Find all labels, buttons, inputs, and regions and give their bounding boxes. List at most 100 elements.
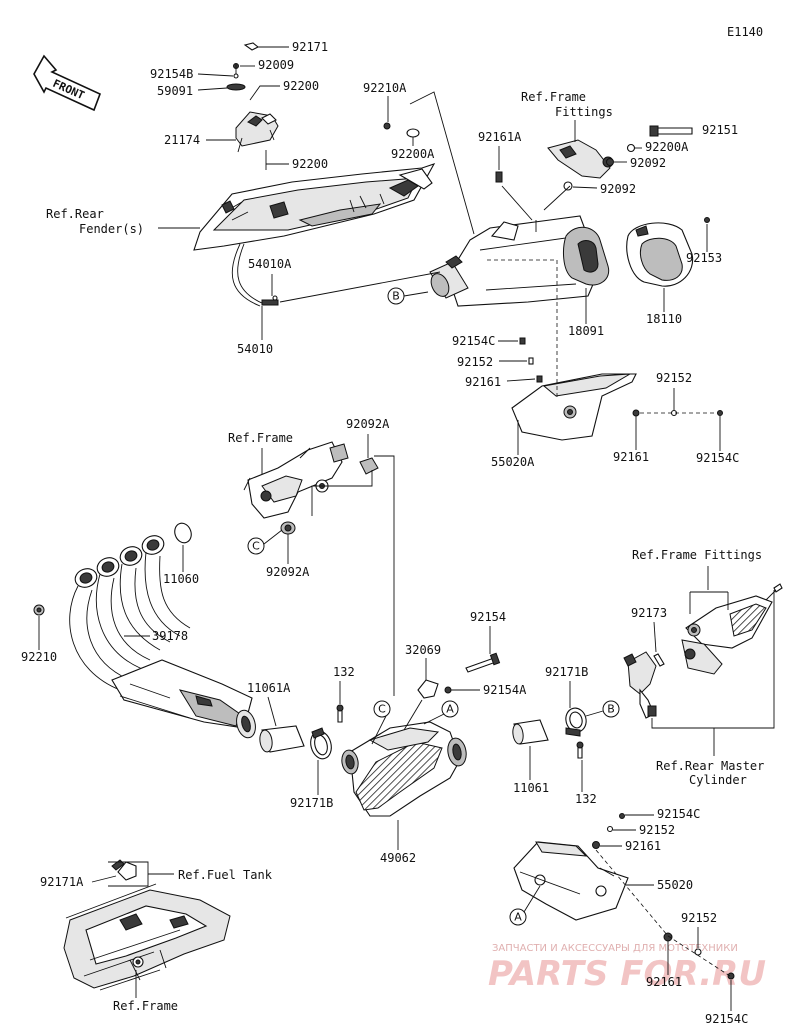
label-92200A-right: 92200A <box>645 140 689 154</box>
collar-92092A-top <box>359 457 379 475</box>
label-92200A-left: 92200A <box>391 147 435 161</box>
bolt-92154 <box>465 657 497 673</box>
label-ref-frame-bottom: Ref.Frame <box>113 999 178 1013</box>
screw-92154B <box>233 73 239 79</box>
screw-92154C-low <box>619 813 625 819</box>
label-92154C-mid: 92154C <box>452 334 495 348</box>
washer-92152-mid <box>528 357 534 365</box>
exhaust-header-39178 <box>33 522 256 739</box>
svg-text:A: A <box>514 911 522 924</box>
clip-92171A <box>117 861 137 881</box>
screw-92154C-right <box>717 410 723 416</box>
callout-b-center: B <box>602 700 620 718</box>
label-ref-rear-fender-1: Ref.Rear <box>46 207 104 221</box>
collar-92092-b <box>563 181 573 191</box>
label-132-left: 132 <box>333 665 355 679</box>
label-54010: 54010 <box>237 342 273 356</box>
bolt-92161A <box>495 171 503 183</box>
muffler-assembly <box>383 122 723 441</box>
label-92152-low: 92152 <box>639 823 675 837</box>
clip-92171 <box>243 42 260 51</box>
label-92200-top: 92200 <box>283 79 319 93</box>
callout-b-top: B <box>387 287 405 305</box>
label-92161-low: 92161 <box>625 839 661 853</box>
gasket-11060 <box>174 522 192 544</box>
svg-text:B: B <box>392 290 400 303</box>
label-92173: 92173 <box>631 606 667 620</box>
screw-92154C-bottom <box>727 972 735 980</box>
heat-shield-55020-assembly <box>513 813 735 980</box>
bolt-92154A <box>444 686 452 694</box>
watermark-brand: PARTS FOR.RU <box>488 954 766 994</box>
label-59091: 59091 <box>157 84 193 98</box>
grommet-92161-bottom <box>663 932 673 942</box>
svg-text:C: C <box>252 540 260 553</box>
center-exhaust-parts <box>259 652 587 817</box>
label-39178: 39178 <box>152 629 188 643</box>
grommet-92161-right <box>632 409 640 417</box>
frame-bracket-mid <box>243 441 379 535</box>
label-ref-frame-fittings-right: Ref.Frame Fittings <box>632 548 762 562</box>
label-92092-a: 92092 <box>630 156 666 170</box>
label-92151: 92151 <box>702 123 738 137</box>
label-92009: 92009 <box>258 58 294 72</box>
grommet-92161-low <box>592 841 600 849</box>
label-49062: 49062 <box>380 851 416 865</box>
label-18110: 18110 <box>646 312 682 326</box>
callout-a-center: A <box>441 700 459 718</box>
label-92154C-low: 92154C <box>657 807 700 821</box>
label-18091: 18091 <box>568 324 604 338</box>
muffler-bracket <box>547 139 611 179</box>
label-ref-frame-fittings-1: Ref.Frame <box>521 90 586 104</box>
label-21174: 21174 <box>164 133 200 147</box>
screw-92154C-mid <box>519 337 526 345</box>
callout-a-bottom: A <box>509 908 527 926</box>
washer-92200A <box>626 143 636 153</box>
label-92210: 92210 <box>21 650 57 664</box>
washer-92152-low <box>606 825 614 833</box>
svg-text:A: A <box>446 703 454 716</box>
grommet-59091 <box>226 83 246 91</box>
label-ref-frame-mid: Ref.Frame <box>228 431 293 445</box>
label-92152-right: 92152 <box>656 371 692 385</box>
label-ref-rear-master-1: Ref.Rear Master <box>656 759 764 773</box>
label-32069: 32069 <box>405 643 441 657</box>
label-92171: 92171 <box>292 40 328 54</box>
label-92154A: 92154A <box>483 683 527 697</box>
label-92154: 92154 <box>470 610 506 624</box>
nut-92210A <box>383 122 391 130</box>
watermark-caption: ЗАПЧАСТИ И АКСЕССУАРЫ ДЛЯ МОТОТЕХНИКИ <box>492 943 738 954</box>
label-92171B-left: 92171B <box>290 796 333 810</box>
label-ref-frame-fittings-2: Fittings <box>555 105 613 119</box>
label-92153: 92153 <box>686 251 722 265</box>
bolt-92173 <box>653 653 665 667</box>
frame-bottom <box>63 859 231 991</box>
bracket-32069 <box>417 679 439 699</box>
cable-end-54010 <box>261 299 279 306</box>
collar-92092-a <box>606 158 614 166</box>
label-92154C-right: 92154C <box>696 451 739 465</box>
label-92152-bottom: 92152 <box>681 911 717 925</box>
label-92092-b: 92092 <box>600 182 636 196</box>
diagram-code: E1140 <box>727 25 763 39</box>
label-ref-fuel-tank: Ref.Fuel Tank <box>178 868 273 882</box>
callout-c-left: C <box>247 537 265 555</box>
label-11061: 11061 <box>513 781 549 795</box>
label-11061A: 11061A <box>247 681 291 695</box>
label-92171B-right: 92171B <box>545 665 588 679</box>
label-92171A: 92171A <box>40 875 84 889</box>
label-92092A-bot: 92092A <box>266 565 310 579</box>
label-92161-mid: 92161 <box>465 375 501 389</box>
label-92200-mid: 92200 <box>292 157 328 171</box>
label-92154C-bottom: 92154C <box>705 1012 748 1026</box>
label-92154B: 92154B <box>150 67 193 81</box>
rear-fender-assembly <box>193 42 436 307</box>
front-arrow-icon: FRONT <box>33 54 102 112</box>
label-92161A: 92161A <box>478 130 522 144</box>
label-ref-rear-fender-2: Fender(s) <box>79 222 144 236</box>
label-55020: 55020 <box>657 878 693 892</box>
label-11060: 11060 <box>163 572 199 586</box>
svg-text:B: B <box>607 703 615 716</box>
label-132-right: 132 <box>575 792 597 806</box>
